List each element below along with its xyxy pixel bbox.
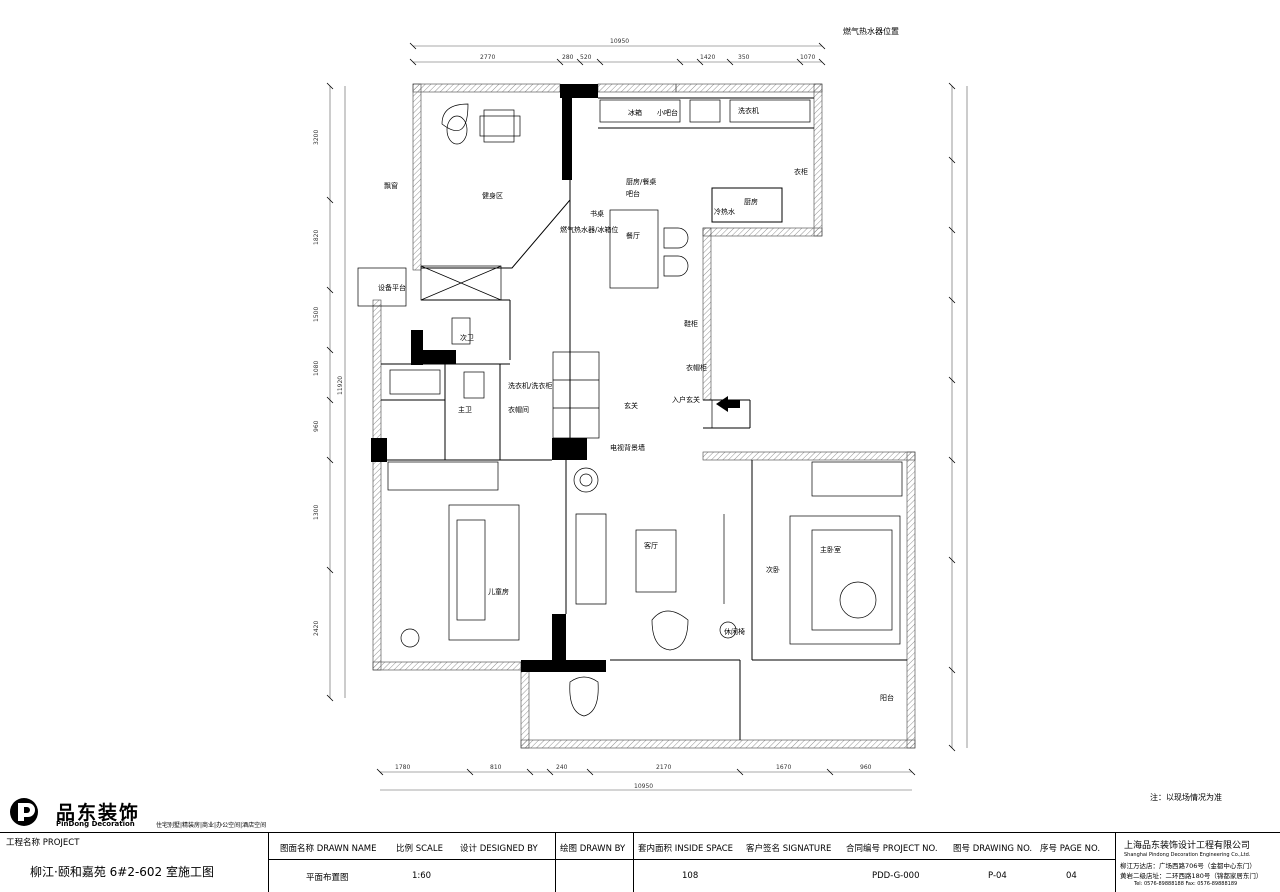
- dim-top-2: 280: [562, 54, 574, 61]
- logo-mark-icon: [10, 798, 38, 826]
- company-name-en: Shanghai Pindong Decoration Engineering …: [1124, 852, 1251, 858]
- dimension-lines: [329, 45, 968, 791]
- scale-value: 1:60: [412, 871, 432, 881]
- designed-by-label: 设计 DESIGNED BY: [460, 844, 538, 854]
- field-note: 注：以现场情况为准: [1150, 793, 1222, 802]
- label-laundry: 洗衣机/洗衣柜: [508, 381, 552, 390]
- label-armchair: 休闲椅: [724, 627, 745, 636]
- label-refrigerator: 冰箱: [628, 108, 642, 117]
- company-tel: Tel: 0576-89888188 Fax: 0576-89888189: [1134, 881, 1238, 887]
- label-dining: 餐厅: [626, 231, 640, 240]
- label-living: 客厅: [644, 541, 658, 550]
- dim-top-3: 520: [580, 54, 592, 61]
- floor-plan: 2770 280 520 1420 350 1070 10950 1780 81…: [313, 38, 968, 791]
- scale-label: 比例 SCALE: [396, 844, 443, 854]
- label-entry-note: 入户玄关: [672, 395, 700, 404]
- contract-value: PDD-G-000: [872, 871, 920, 881]
- label-cold-hot: 冷热水: [714, 207, 735, 216]
- label-balcony-platform: 设备平台: [378, 283, 406, 292]
- company-address-2: 黄岩二级店址：二环西路180号（锦都家居东门）: [1120, 872, 1263, 880]
- label-hanger: 衣柜: [794, 167, 808, 176]
- inside-space-value: 108: [682, 871, 699, 881]
- label-bedroom2: 儿童房: [488, 587, 509, 596]
- structural-columns: [371, 84, 606, 672]
- dim-top-1: 2770: [480, 54, 495, 61]
- logo-text-cn: 品东装饰: [56, 802, 141, 824]
- dim-top-total: 10950: [610, 38, 629, 45]
- label-toilet: 次卫: [460, 333, 474, 342]
- dim-bottom-2: 810: [490, 764, 502, 771]
- drawing-no-value: P-04: [988, 871, 1007, 881]
- label-washer: 洗衣机: [738, 106, 759, 115]
- label-fitness: 书桌: [590, 209, 604, 218]
- label-tv-wall: 电视背景墙: [610, 443, 645, 452]
- label-dining-area-2: 吧台: [626, 189, 640, 198]
- dim-left-4: 1080: [313, 361, 320, 376]
- label-balcony: 阳台: [880, 693, 894, 702]
- drawn-by-label: 绘图 DRAWN BY: [560, 844, 626, 854]
- project-label: 工程名称 PROJECT: [6, 838, 80, 848]
- page-value: 04: [1066, 871, 1077, 881]
- room-labels: 健身区 厨房 冰箱 洗衣机 厨房/餐桌 吧台 餐厅 设备平台 次卫 洗衣机/洗衣…: [378, 106, 894, 702]
- label-study: 健身区: [482, 191, 503, 200]
- dim-bottom-1: 1780: [395, 764, 410, 771]
- dimension-texts: 2770 280 520 1420 350 1070 10950 1780 81…: [313, 38, 872, 790]
- dim-left-2: 1820: [313, 230, 320, 245]
- dim-bottom-5: 1670: [776, 764, 791, 771]
- contract-label: 合同编号 PROJECT NO.: [846, 844, 938, 854]
- label-appliance: 燃气热水器/冰箱位: [560, 225, 618, 234]
- company-address-1: 柳江万达店：广场西路706号（金都中心东门）: [1120, 862, 1256, 870]
- entry-arrow: [716, 396, 740, 412]
- dimension-ticks: [326, 42, 956, 776]
- dim-bottom-3: 240: [556, 764, 568, 771]
- exterior-walls: [372, 83, 916, 749]
- dim-left-6: 1300: [313, 505, 320, 520]
- dim-bottom-4: 2170: [656, 764, 671, 771]
- logo-tagline: 住宅别墅|精装房|商业|办公空间|酒店空间: [156, 822, 267, 829]
- page-label: 序号 PAGE NO.: [1040, 844, 1101, 854]
- company-name-cn: 上海品东装饰设计工程有限公司: [1124, 841, 1251, 851]
- label-bedroom3: 次卧: [766, 565, 780, 574]
- dim-top-5: 350: [738, 54, 750, 61]
- title-block: 工程名称 PROJECT 柳江·颐和嘉苑 6#2-602 室施工图 图面名称 D…: [0, 832, 1280, 892]
- drawn-name-label: 图面名称 DRAWN NAME: [280, 844, 377, 854]
- logo-text-en: PinDong Decoration: [56, 820, 135, 828]
- furniture: [357, 99, 903, 717]
- label-window-left: 飘窗: [384, 181, 398, 190]
- label-dresser: 衣帽间: [508, 405, 529, 414]
- label-coat: 衣帽柜: [686, 363, 707, 372]
- dim-top-6: 1070: [800, 54, 815, 61]
- interior-walls: [381, 97, 907, 740]
- label-entrance: 玄关: [624, 401, 638, 410]
- signature-label: 客户签名 SIGNATURE: [746, 844, 832, 854]
- label-counter: 小吧台: [657, 108, 678, 117]
- label-master-bath: 主卫: [458, 405, 472, 414]
- dim-left-5: 960: [313, 420, 320, 432]
- dim-bottom-total: 10950: [634, 783, 653, 790]
- label-shoe-cabinet: 鞋柜: [684, 319, 698, 328]
- dim-left-3: 1500: [313, 307, 320, 322]
- dim-left-1: 3200: [313, 130, 320, 145]
- label-master-bedroom: 主卧室: [820, 545, 841, 554]
- dim-left-7: 2420: [313, 621, 320, 636]
- dim-top-4: 1420: [700, 54, 715, 61]
- label-dining-area-1: 厨房/餐桌: [626, 177, 656, 186]
- dim-left-total: 11920: [337, 376, 344, 395]
- drawn-name: 平面布置图: [306, 873, 349, 883]
- drawing-no-label: 图号 DRAWING NO.: [953, 844, 1033, 854]
- inside-space-label: 套内面积 INSIDE SPACE: [638, 844, 734, 854]
- top-note: 燃气热水器位置: [843, 27, 899, 36]
- label-kitchen: 厨房: [744, 197, 758, 206]
- company-logo: 品东装饰 PinDong Decoration 住宅别墅|精装房|商业|办公空间…: [6, 796, 276, 829]
- dim-bottom-6: 960: [860, 764, 872, 771]
- project-name: 柳江·颐和嘉苑 6#2-602 室施工图: [30, 865, 215, 879]
